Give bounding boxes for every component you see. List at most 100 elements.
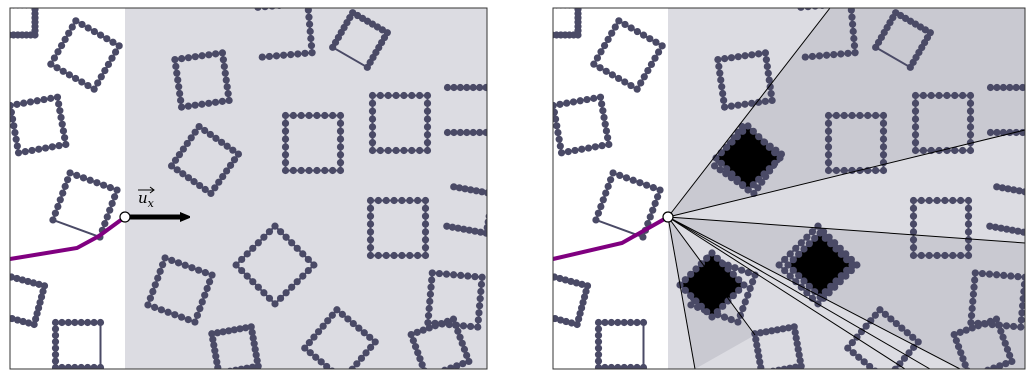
bead — [735, 276, 743, 284]
bead — [911, 123, 920, 131]
bead — [738, 266, 746, 274]
bead — [605, 140, 613, 149]
bead — [56, 196, 64, 204]
bead — [254, 8, 262, 11]
bead — [65, 71, 74, 79]
bead — [755, 50, 763, 58]
bead — [590, 60, 598, 68]
bead — [815, 52, 824, 60]
bead — [106, 206, 114, 214]
bead — [281, 151, 290, 159]
bead — [84, 363, 92, 369]
bead — [54, 48, 62, 56]
bead — [553, 31, 556, 39]
bead — [879, 127, 888, 135]
bead — [175, 151, 184, 159]
bead — [450, 183, 458, 191]
bead — [459, 360, 467, 368]
bead — [348, 365, 356, 369]
bead — [911, 131, 920, 139]
bead — [96, 363, 105, 369]
bead — [644, 66, 652, 75]
left-panel-frame — [9, 7, 488, 370]
bead — [847, 0, 854, 7]
bead — [966, 107, 975, 115]
bead — [803, 289, 811, 297]
bead — [14, 149, 23, 157]
bead — [299, 250, 307, 258]
bead — [768, 327, 776, 335]
bead — [925, 251, 933, 260]
bead — [463, 128, 471, 137]
bead — [871, 311, 879, 319]
bead — [421, 236, 430, 244]
bead — [488, 201, 495, 208]
bead — [555, 135, 563, 143]
bead — [254, 239, 262, 247]
bead — [898, 324, 906, 332]
bead — [368, 123, 377, 131]
bead — [941, 251, 949, 260]
bead — [903, 329, 911, 337]
bead — [456, 83, 464, 92]
bead — [177, 103, 186, 111]
bead — [77, 318, 85, 327]
bead — [1006, 128, 1014, 137]
bead — [207, 189, 215, 198]
bead — [608, 29, 616, 37]
bead — [765, 165, 773, 173]
bead — [1021, 188, 1025, 196]
bead — [282, 289, 290, 297]
bead — [569, 98, 578, 106]
bead — [329, 166, 337, 175]
bead — [614, 74, 623, 83]
bead — [423, 99, 432, 107]
bead — [734, 318, 742, 326]
bead — [867, 317, 875, 325]
bead — [756, 358, 764, 366]
bead — [243, 272, 251, 280]
bead — [583, 282, 592, 290]
bead — [594, 331, 603, 339]
bead — [205, 278, 214, 286]
bead — [582, 287, 590, 295]
bead — [304, 8, 312, 14]
bead — [289, 166, 297, 175]
bead — [786, 364, 794, 369]
bead — [578, 145, 586, 153]
bead — [1002, 322, 1011, 330]
left-bead-chains — [1, 8, 495, 369]
bead — [741, 298, 749, 306]
bead — [776, 154, 784, 162]
bead — [723, 143, 731, 151]
bead — [94, 79, 102, 87]
bead — [426, 290, 435, 298]
bead — [601, 120, 609, 128]
bead — [84, 318, 92, 327]
bead — [177, 313, 186, 321]
bead — [366, 212, 375, 220]
bead — [1, 10, 8, 17]
bead — [483, 189, 487, 197]
bead — [544, 277, 551, 284]
bead — [687, 301, 695, 309]
bead — [400, 146, 408, 155]
bead — [39, 287, 47, 295]
bead — [866, 362, 874, 369]
bead-chain — [171, 49, 233, 111]
bead — [607, 176, 615, 184]
bead — [474, 323, 482, 331]
bead — [653, 193, 662, 201]
bead — [294, 50, 302, 58]
bead — [598, 142, 606, 150]
bead — [20, 99, 28, 107]
bead — [844, 49, 852, 57]
bead — [1020, 287, 1025, 296]
bead — [717, 159, 725, 167]
bead — [477, 287, 485, 296]
probe-path-right — [552, 215, 669, 261]
bead — [336, 143, 345, 151]
bead — [93, 179, 101, 187]
bead — [310, 261, 318, 269]
